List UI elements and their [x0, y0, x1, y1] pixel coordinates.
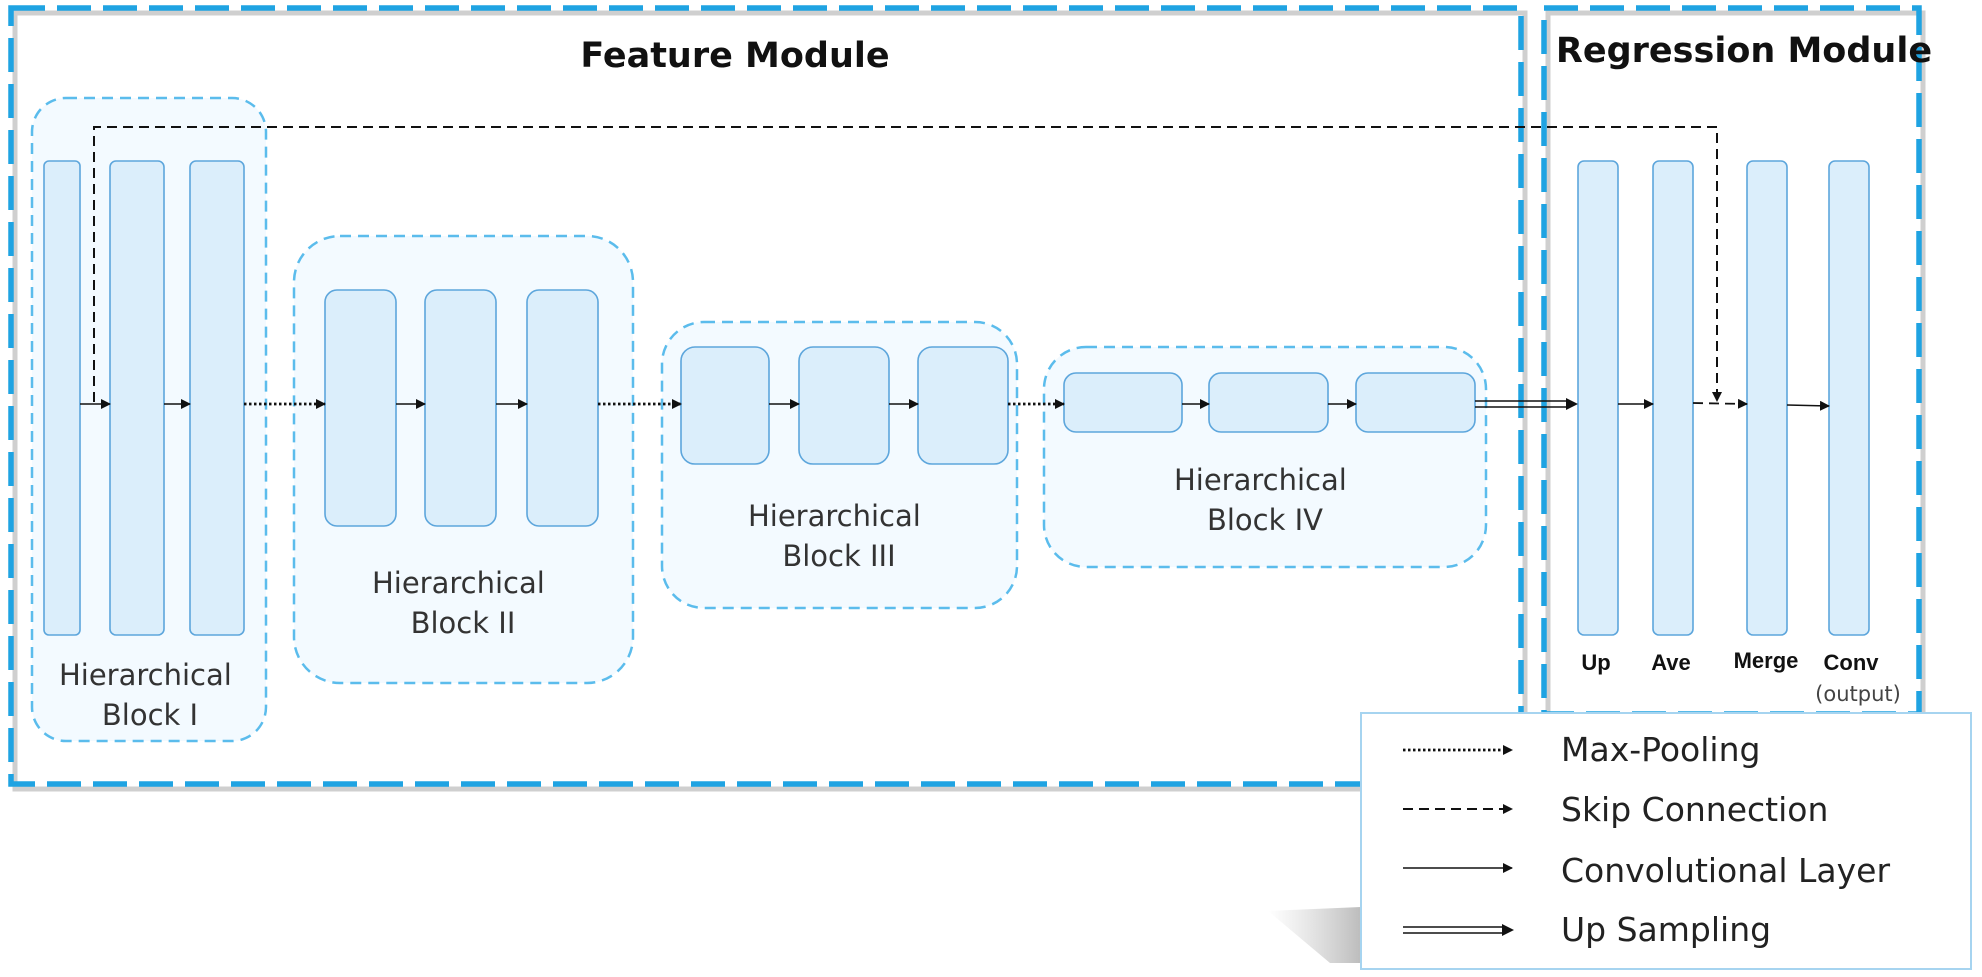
upsample-arrow-head — [1566, 398, 1578, 410]
block-4-layer-2 — [1208, 372, 1329, 433]
skip-dash-ave-merge — [1692, 398, 1748, 409]
legend-upsample-label: Up Sampling — [1561, 910, 1771, 949]
ave-label: Ave — [1651, 650, 1691, 675]
block-4-label: Hierarchical Block IV — [1174, 463, 1356, 537]
conv-label: Conv — [1824, 650, 1880, 675]
block-1-layer-3 — [189, 160, 245, 636]
block-3-layer-3 — [917, 346, 1009, 465]
conv-arrow-merge-conv — [1786, 400, 1830, 411]
block-2-layer-1 — [324, 289, 397, 527]
block-2-layer-2 — [424, 289, 497, 527]
block-2-label: Hierarchical Block II — [372, 566, 554, 640]
up-layer — [1577, 160, 1619, 636]
legend-skip-label: Skip Connection — [1561, 790, 1828, 829]
legend-conv-label: Convolutional Layer — [1561, 851, 1890, 890]
block-3-layer-1 — [680, 346, 770, 465]
legend-maxpool-label: Max-Pooling — [1561, 730, 1760, 769]
block-1-layer-1 — [43, 160, 81, 636]
block-1-layer-2 — [109, 160, 165, 636]
block-3-layer-2 — [798, 346, 890, 465]
merge-label: Merge — [1734, 648, 1799, 673]
block-2-layer-3 — [526, 289, 599, 527]
conv-output-layer — [1828, 160, 1870, 636]
legend-upsample-swatch-head — [1502, 924, 1514, 936]
merge-layer — [1746, 160, 1788, 636]
block-3-label: Hierarchical Block III — [748, 499, 930, 573]
skip-connection-line — [93, 126, 1722, 402]
feature-module-title: Feature Module — [580, 36, 889, 76]
up-label: Up — [1581, 650, 1610, 675]
ave-layer — [1652, 160, 1694, 636]
block-1-label: Hierarchical Block I — [59, 658, 241, 732]
regression-module-title: Regression Module — [1556, 31, 1932, 71]
conv-output-note: (output) — [1815, 682, 1901, 706]
feature-module-frame — [8, 5, 1524, 787]
block-4-layer-3 — [1355, 372, 1476, 433]
legend-shadow — [1268, 907, 1361, 963]
block-4-layer-1 — [1063, 372, 1183, 433]
